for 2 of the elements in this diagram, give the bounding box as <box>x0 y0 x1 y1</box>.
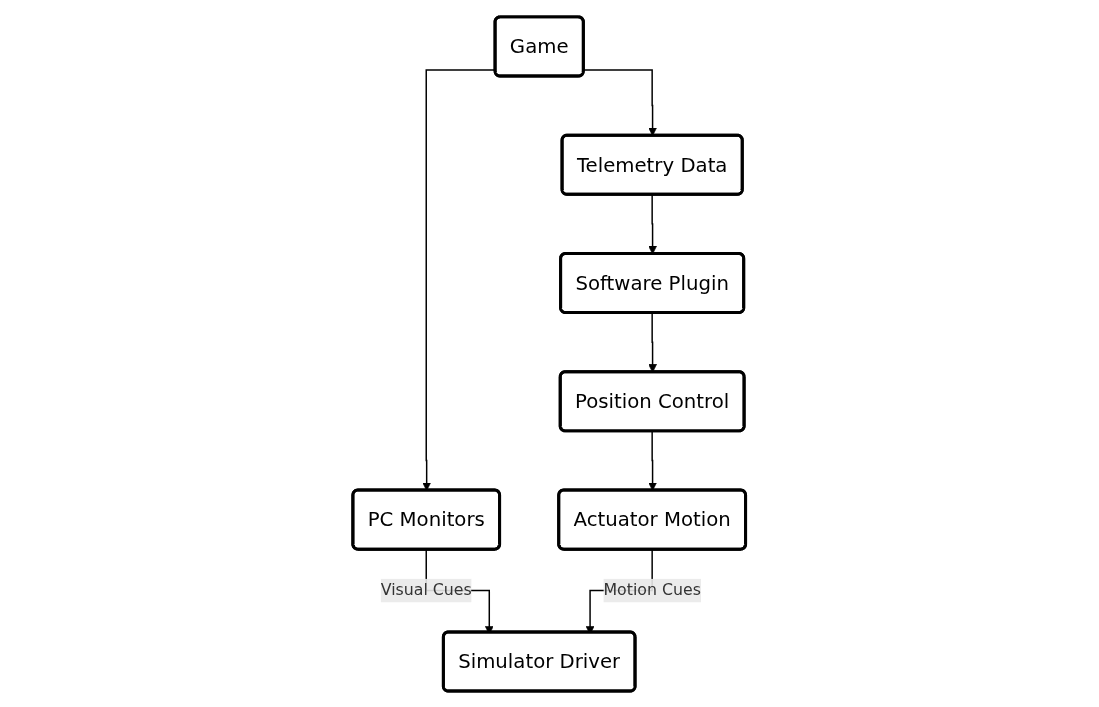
edge-label: Motion Cues <box>603 580 702 599</box>
edge-label: Visual Cues <box>380 580 473 599</box>
